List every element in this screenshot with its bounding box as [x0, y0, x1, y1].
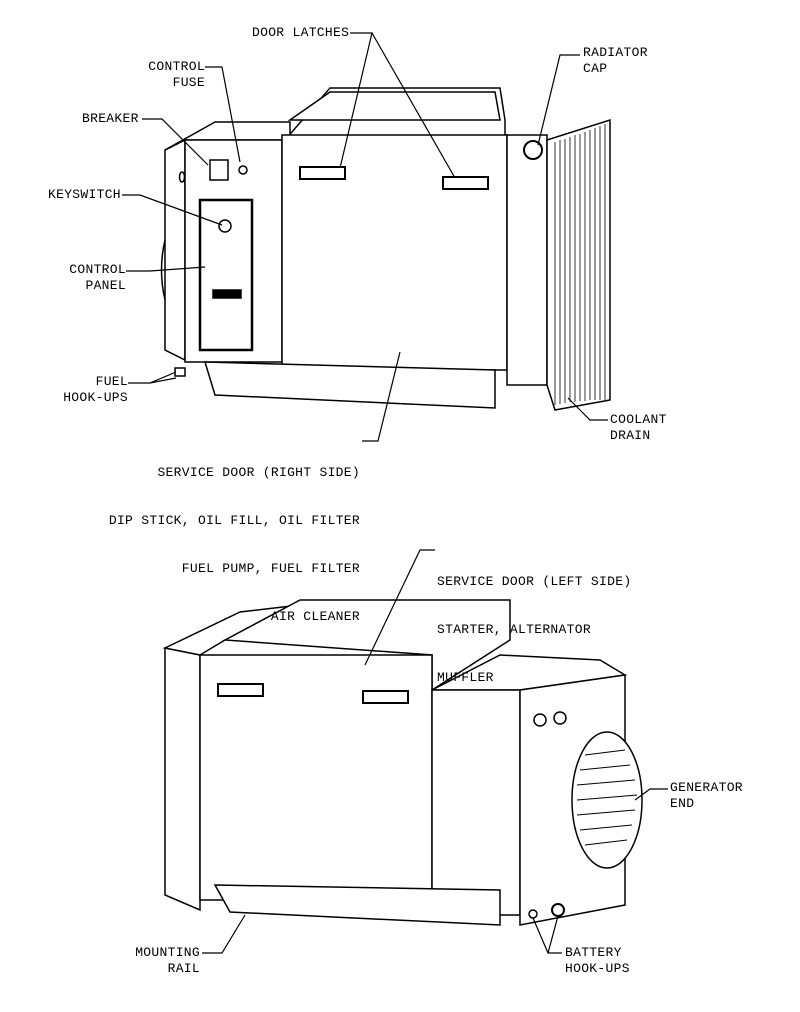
body-top-panel — [287, 91, 501, 121]
label-door-latches: DOOR LATCHES — [252, 25, 350, 40]
grille-slats — [576, 749, 638, 846]
label-line: DRAIN — [610, 428, 651, 443]
label-service-door-right: SERVICE DOOR (RIGHT SIDE) DIP STICK, OIL… — [109, 433, 360, 641]
label-line: SERVICE DOOR (RIGHT SIDE) — [157, 465, 360, 480]
control-box-side — [164, 138, 186, 362]
label-line: CONTROL — [148, 59, 205, 74]
label-line: STARTER, ALTERNATOR — [437, 622, 591, 637]
mounting-rail-top — [203, 361, 496, 409]
label-service-door-left: SERVICE DOOR (LEFT SIDE) STARTER, ALTERN… — [437, 542, 631, 702]
label-line: PANEL — [85, 278, 126, 293]
label-line: COOLANT — [610, 412, 667, 427]
top-unit-drawing — [160, 87, 611, 411]
label-line: CAP — [583, 61, 608, 76]
mounting-rail-lower — [213, 884, 501, 926]
latch-left — [299, 166, 346, 180]
label-line: RADIATOR — [583, 45, 648, 60]
label-line: DIP STICK, OIL FILL, OIL FILTER — [108, 513, 360, 528]
label-line: HOOK-UPS — [63, 390, 128, 405]
gen-box-side — [431, 689, 521, 916]
latch-left-lower — [217, 683, 264, 697]
label-line: RAIL — [167, 961, 200, 976]
label-line: MUFFLER — [437, 670, 494, 685]
label-keyswitch: KEYSWITCH — [48, 187, 121, 202]
radiator-cap-shape — [523, 140, 543, 160]
label-line: BATTERY — [565, 945, 622, 960]
gen-hole-1 — [533, 713, 547, 727]
gen-hole-2 — [553, 711, 567, 725]
breaker-shape — [209, 159, 229, 181]
control-fuse-shape — [238, 165, 248, 175]
label-breaker: BREAKER — [82, 111, 139, 126]
control-box-top — [164, 121, 291, 151]
control-panel-plate — [198, 198, 254, 352]
left-end-box — [164, 647, 201, 912]
label-line: GENERATOR — [670, 780, 743, 795]
panel-logo — [212, 289, 242, 299]
label-line: END — [670, 796, 695, 811]
latch-right — [442, 176, 489, 190]
label-line: FUSE — [172, 75, 205, 90]
latch-right-lower — [362, 690, 409, 704]
label-line: FUEL — [95, 374, 128, 389]
side-hole — [178, 171, 186, 183]
label-line: SERVICE DOOR (LEFT SIDE) — [437, 574, 632, 589]
fuel-hookup-shape — [174, 367, 186, 377]
label-line: HOOK-UPS — [565, 961, 630, 976]
label-line: AIR CLEANER — [270, 609, 360, 624]
bottom-unit-drawing — [162, 599, 643, 926]
body-right-face — [506, 134, 548, 386]
label-line: CONTROL — [69, 262, 126, 277]
label-line: FUEL PUMP, FUEL FILTER — [181, 561, 360, 576]
leader-lines — [122, 32, 668, 954]
service-door-right — [281, 134, 508, 371]
radiator — [546, 118, 611, 411]
label-line: MOUNTING — [135, 945, 200, 960]
radiator-fins — [554, 124, 606, 405]
keyswitch-shape — [218, 219, 232, 233]
